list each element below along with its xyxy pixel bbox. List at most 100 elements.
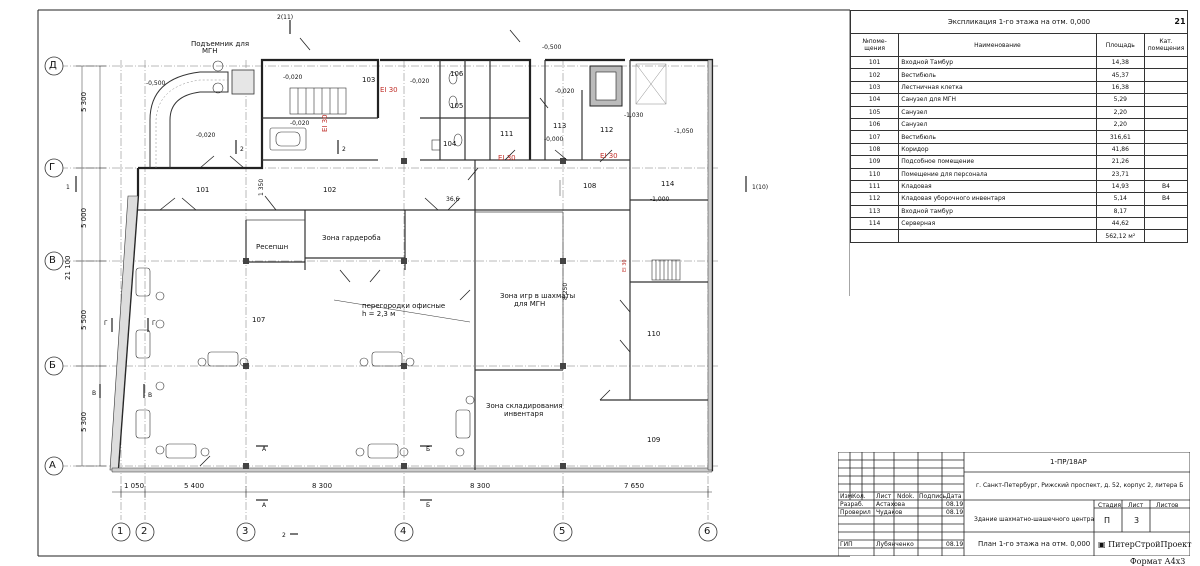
axis-number-1: 1 — [117, 526, 124, 537]
total-area: 562,12 м² — [1095, 229, 1146, 243]
room-109: 109 — [647, 436, 661, 444]
sheet-value: 3 — [1134, 516, 1140, 525]
section-a-bottom: А — [262, 502, 267, 509]
room-104: 104 — [443, 140, 457, 148]
drawing-title: План 1-го этажа на отм. 0,000 — [978, 540, 1091, 548]
level-6: -0,500 — [542, 44, 562, 51]
dim-left-1: 5 300 — [80, 91, 88, 112]
sanitary-fixtures — [269, 71, 463, 151]
room-103: 103 — [362, 76, 376, 84]
person-date-2: 08.19 — [946, 509, 964, 516]
room-111: 111 — [500, 130, 514, 138]
dim-left-3: 5 500 — [80, 309, 88, 330]
stage-label: Стадия — [1098, 502, 1122, 509]
person-role-2: Проверил — [840, 509, 871, 516]
columns — [243, 158, 566, 469]
level-3: -0,020 — [283, 74, 303, 81]
th-izm: Изм. — [840, 493, 855, 500]
th-data: Дата — [946, 493, 962, 500]
company-label: ПитерСтройПроект — [1108, 540, 1192, 549]
section-1-10: 1(10) — [752, 184, 769, 191]
level-8: -1,050 — [674, 128, 694, 135]
axis-letter-a: А — [49, 460, 56, 471]
fire-rating-3: EI 30 — [498, 154, 516, 162]
room-110: 110 — [647, 330, 661, 338]
section-markers — [75, 20, 747, 535]
person-role-3: ГИП — [840, 541, 853, 548]
project-address: г. Санкт-Петербург, Рижский проспект, д.… — [976, 482, 1184, 489]
floor-plan — [37, 9, 850, 557]
axis-number-6: 6 — [704, 526, 711, 537]
project-code: 1-ПР/18АР — [1050, 458, 1087, 466]
doors — [159, 29, 631, 467]
fire-rating-4: EI 30 — [600, 152, 618, 160]
fire-rating-2: EI 30 — [321, 114, 329, 132]
room-102: 102 — [323, 186, 337, 194]
interior-walls — [138, 60, 708, 470]
level-10: -0,000 — [544, 136, 564, 143]
fire-rating-1: EI 30 — [380, 86, 398, 94]
section-g-right: Г — [152, 320, 156, 327]
dim-left-4: 5 300 — [80, 411, 88, 432]
th-list: Лист — [876, 493, 892, 500]
sheet-label: Лист — [1128, 502, 1144, 509]
title-block-grid — [838, 452, 1190, 556]
person-date-1: 08.19 — [946, 501, 964, 508]
section-2-bottom: 2 — [282, 532, 286, 539]
left-wall-hatch — [109, 195, 139, 471]
section-2-right: 2 — [342, 146, 346, 153]
col-area: Площадь — [1095, 33, 1146, 57]
room-101: 101 — [196, 186, 210, 194]
section-g-left: Г — [104, 320, 108, 327]
fire-rating-5: EI 30 — [622, 259, 628, 272]
section-b-top: Б — [426, 446, 431, 453]
axis-letter-b: Б — [49, 360, 56, 371]
dim-1030: -1,030 — [624, 112, 644, 119]
person-name-3: Лубянченко — [876, 541, 914, 548]
lift-note-2: МГН — [202, 47, 218, 55]
dim-bottom-1: 1 050 — [124, 482, 145, 490]
section-v-right: В — [148, 392, 153, 399]
ramp — [149, 71, 229, 168]
title-block: 1-ПР/18АР г. Санкт-Петербург, Рижский пр… — [838, 452, 1192, 556]
lift-platform — [231, 69, 255, 95]
person-date-3: 08.19 — [946, 541, 964, 548]
room-112: 112 — [600, 126, 614, 134]
room-113: 113 — [553, 122, 567, 130]
section-2-11: 2(11) — [277, 14, 294, 21]
explication-title: Экспликация 1-го этажа на отм. 0,000 — [850, 10, 1188, 34]
dimension-lines — [76, 65, 712, 498]
section-1-left: 1 — [66, 184, 70, 191]
dim-1350: 1 350 — [258, 178, 265, 196]
lift-note-1: Подъемник для — [191, 40, 250, 48]
col-cat: Кат. помещения — [1144, 33, 1188, 57]
axis-number-2: 2 — [141, 526, 148, 537]
room-106: 106 — [450, 70, 464, 78]
dim-left-total: 21 100 — [64, 255, 72, 281]
level-1: -0,500 — [146, 80, 166, 87]
level-7: -0,020 — [555, 88, 575, 95]
explication-table: Экспликация 1-го этажа на отм. 0,000 №по… — [849, 10, 1188, 243]
zone-storage-2: инвентаря — [504, 410, 544, 418]
dim-366: 36,6 — [446, 196, 460, 203]
sheets-label: Листов — [1156, 502, 1179, 509]
axis-gridlines — [60, 60, 720, 520]
level-5: -0,020 — [410, 78, 430, 85]
format-label: Формат А4х3 — [1130, 557, 1186, 566]
room-105: 105 — [450, 102, 464, 110]
room-107: 107 — [252, 316, 266, 324]
axis-letter-g: Г — [49, 162, 56, 173]
partitions — [246, 211, 564, 370]
